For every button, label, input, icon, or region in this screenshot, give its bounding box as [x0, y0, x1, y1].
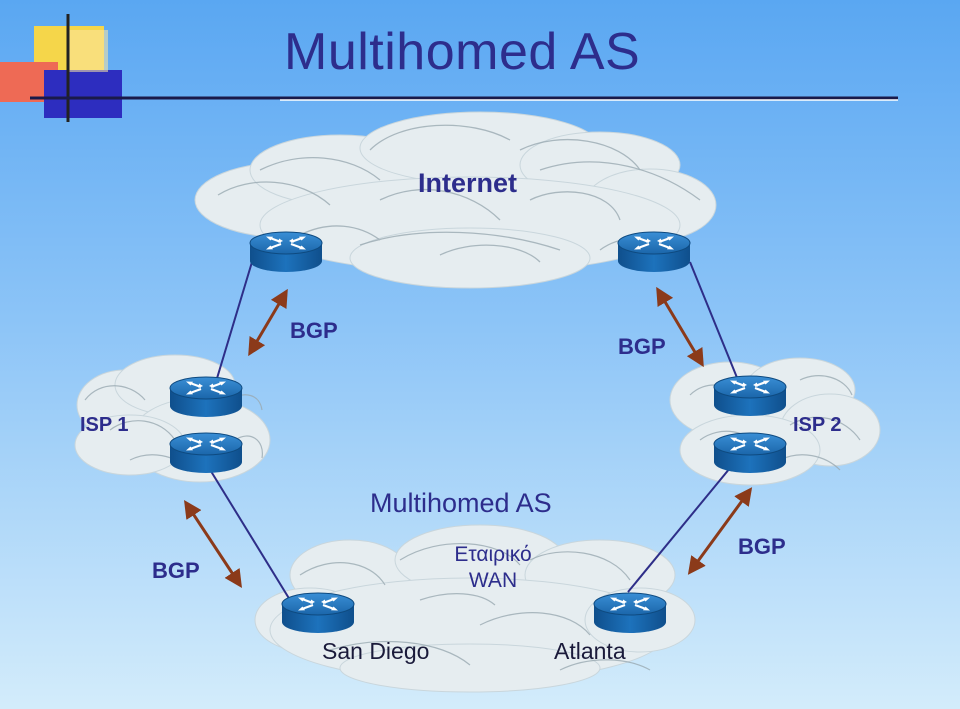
bgp-arrow-bottom-right	[687, 487, 753, 575]
link-isp2-atlanta	[627, 467, 731, 593]
bgp-arrows	[184, 286, 753, 589]
isp1-label: ISP 1	[80, 414, 129, 436]
internet-label: Internet	[418, 168, 518, 198]
wan-label-line2: WAN	[468, 569, 518, 592]
link-internet-isp2	[689, 261, 741, 386]
bgp-label-bottom-right: BGP	[738, 534, 786, 559]
slide-title: Multihomed AS	[284, 23, 641, 81]
router-isp2-lower	[712, 432, 788, 475]
atlanta-label: Atlanta	[554, 638, 626, 664]
bgp-arrow-bottom-left	[184, 499, 242, 589]
bgp-arrow-top-right	[656, 286, 704, 368]
link-isp1-sandiego	[208, 467, 291, 601]
bgp-label-top-right: BGP	[618, 334, 666, 359]
router-san-diego	[280, 592, 356, 635]
router-internet-right	[616, 231, 692, 274]
title-decoration	[0, 14, 898, 122]
wan-label: Εταιρικό WAN	[443, 542, 543, 594]
router-isp1-lower	[168, 432, 244, 475]
bgp-label-top-left: BGP	[290, 318, 338, 343]
router-isp1-upper	[168, 376, 244, 419]
link-internet-isp1	[214, 261, 253, 386]
router-isp2-upper	[712, 375, 788, 418]
multihomed-as-label: Multihomed AS	[370, 488, 552, 518]
isp2-label: ISP 2	[793, 414, 842, 436]
router-atlanta	[592, 592, 668, 635]
router-internet-left	[248, 231, 324, 274]
bgp-arrow-top-left	[248, 288, 288, 357]
internet-cloud	[194, 111, 717, 289]
wan-cloud-texture	[299, 543, 651, 671]
wan-label-line1: Εταιρικό	[454, 543, 532, 566]
san-diego-label: San Diego	[322, 638, 430, 664]
bgp-label-bottom-left: BGP	[152, 558, 200, 583]
